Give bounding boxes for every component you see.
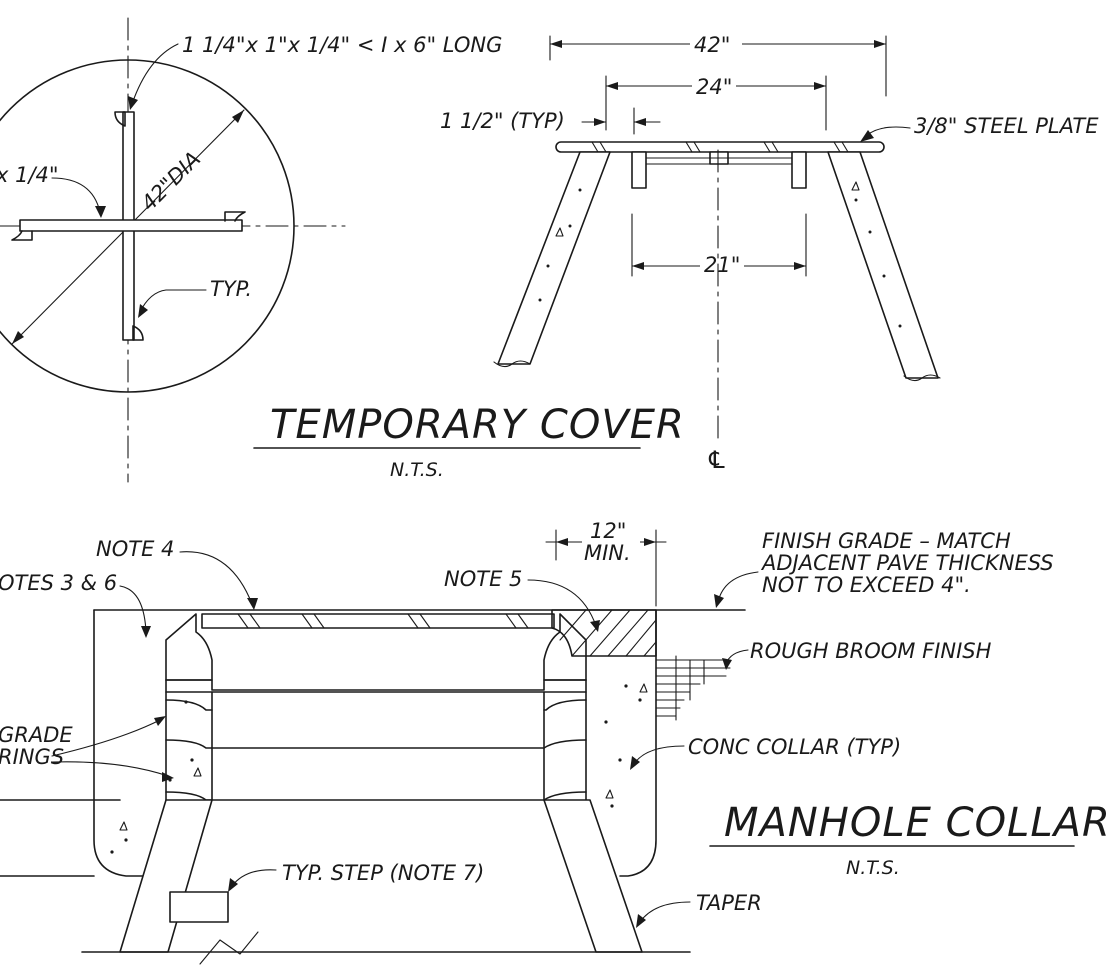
finish-grade-label-3: NOT TO EXCEED 4". — [762, 573, 971, 597]
dim-42-label: 42" — [694, 33, 730, 57]
grade-rings-label-2: RINGS — [0, 745, 64, 769]
typ-label: TYP. — [210, 277, 252, 301]
broom-finish-pattern — [655, 655, 731, 721]
centerline-symbol: ℄ — [706, 446, 728, 474]
manhole-collar-title-block: MANHOLE COLLAR N.T.S. — [709, 800, 1108, 879]
temporary-cover-title-block: TEMPORARY COVER N.T.S. — [253, 402, 685, 481]
angle-clip-top — [114, 111, 126, 127]
taper-leader — [639, 901, 691, 923]
manhole-section: 12" MIN. NOTE 4 OTES 3 & 6 NOTE 5 FINISH… — [0, 518, 1054, 965]
dim-12-label: 12" — [590, 519, 626, 543]
typ-dim-label: 1 1/2" (TYP) — [440, 109, 565, 133]
partial-label: x 1/4" — [0, 163, 59, 187]
leg-right — [827, 151, 939, 379]
angle-label: 1 1/4"x 1"x 1/4" < I x 6" LONG — [182, 33, 502, 57]
dim-21-label: 21" — [704, 253, 740, 277]
plate-label: 3/8" STEEL PLATE — [914, 114, 1099, 138]
leg-left — [497, 151, 611, 365]
grade-rings-label-1: GRADE — [0, 723, 73, 747]
angle-clip-right — [224, 211, 246, 222]
typ-leader — [139, 289, 207, 313]
dim-min-label: MIN. — [584, 541, 631, 565]
manhole-lid — [201, 613, 555, 629]
diameter-label: 42"DIA — [137, 147, 206, 216]
grade-rings-leader-1 — [51, 719, 161, 757]
elevation-view: 42" 24" 1 1/2" (TYP) 3/8" STEEL PLATE — [440, 30, 1099, 474]
note-5-label: NOTE 5 — [444, 567, 522, 591]
taper-label: TAPER — [696, 891, 762, 915]
temporary-cover-title: TEMPORARY COVER — [270, 402, 685, 448]
typ-step-label: TYP. STEP (NOTE 7) — [282, 861, 484, 885]
partial-leader — [51, 177, 101, 213]
notes-3-6-label: OTES 3 & 6 — [0, 571, 117, 595]
typ-leader-arrow — [138, 304, 148, 318]
note4-leader — [179, 551, 253, 605]
conc-collar-outline — [93, 609, 657, 877]
step-leader — [231, 869, 277, 887]
finish-grade-label-1: FINISH GRADE – MATCH — [762, 529, 1011, 553]
note-4-label: NOTE 4 — [96, 537, 174, 561]
conc-collar-label: CONC COLLAR (TYP) — [688, 735, 901, 759]
angle-clip-bottom — [132, 325, 144, 341]
diameter-arrow-bottom — [12, 331, 24, 344]
manhole-step — [169, 891, 229, 923]
angle-clip-left — [11, 230, 33, 241]
diameter-arrow-top — [232, 110, 244, 123]
partial-leader-arrow — [95, 206, 106, 218]
rough-broom-label: ROUGH BROOM FINISH — [750, 639, 992, 663]
finish-grade-leader — [717, 571, 759, 603]
stiffener-left — [631, 151, 647, 189]
note5-leader — [527, 579, 597, 627]
temporary-cover-scale: N.T.S. — [390, 459, 444, 481]
horizontal-bar — [19, 219, 243, 232]
grade-ring-2 — [165, 739, 587, 749]
manhole-collar-scale: N.T.S. — [846, 857, 900, 879]
notes36-leader — [119, 585, 147, 633]
conc-collar-leader — [633, 745, 685, 765]
plate-leader — [865, 126, 911, 137]
angle-leader — [131, 43, 179, 105]
pavement-cut — [551, 609, 657, 657]
stiffener-right — [791, 151, 807, 189]
dim-24-label: 24" — [696, 75, 732, 99]
angle-leader-arrow — [128, 96, 138, 110]
grade-ring-1 — [165, 679, 587, 691]
manhole-collar-title: MANHOLE COLLAR — [724, 800, 1108, 846]
grade-rings-leader-2 — [51, 761, 169, 777]
finish-grade-label-2: ADJACENT PAVE THICKNESS — [760, 551, 1054, 575]
